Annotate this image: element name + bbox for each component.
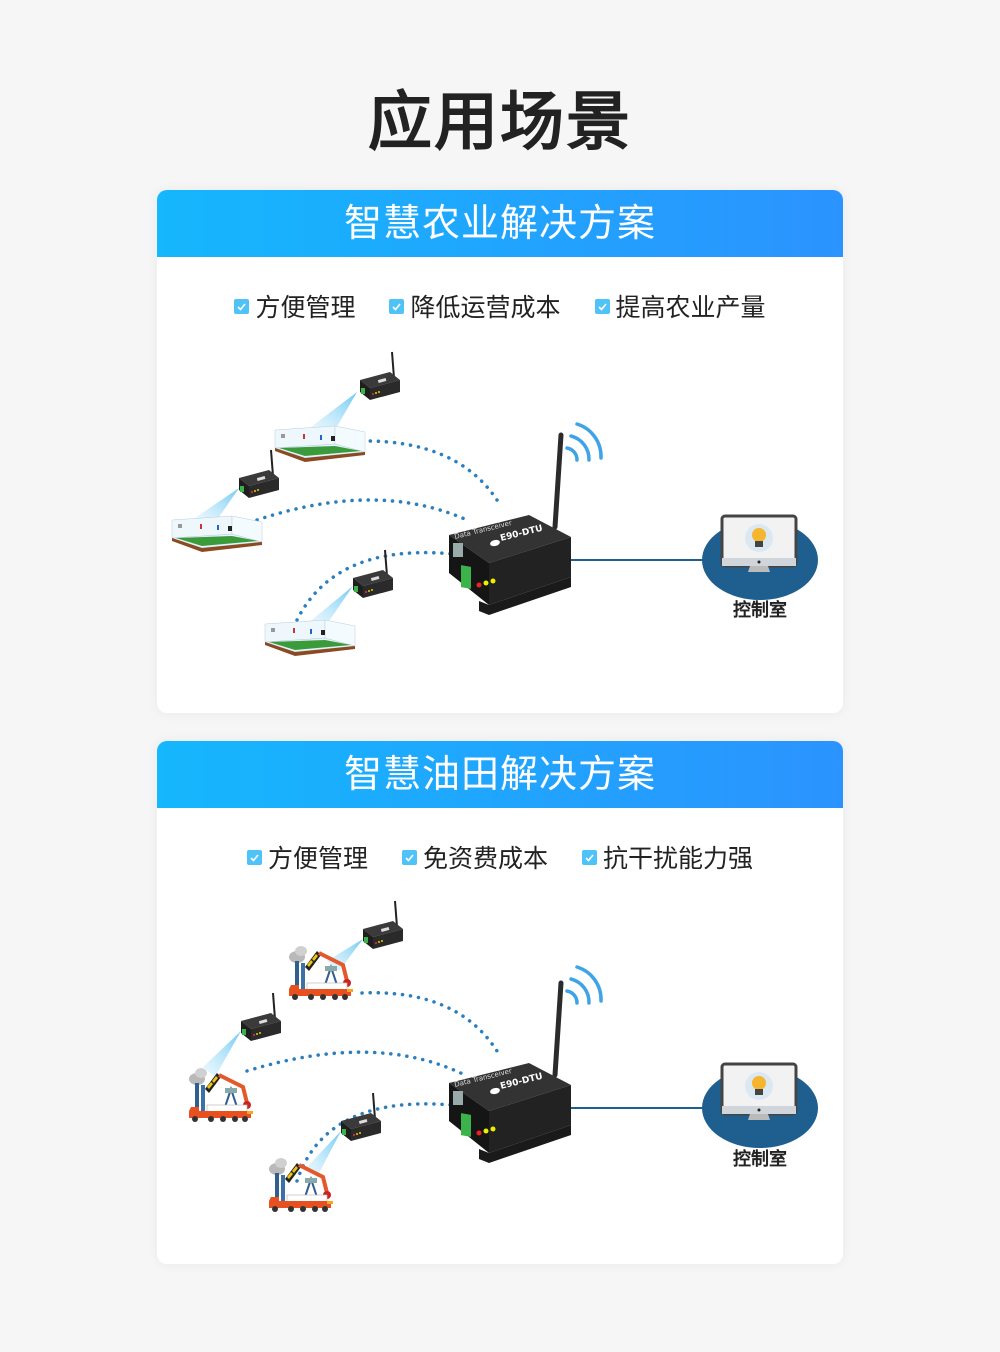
page-title: 应用场景 (368, 86, 632, 160)
control-room-label: 控制室 (733, 1149, 787, 1170)
greenhouse-node-3 (264, 549, 394, 657)
card-header: 智慧农业解决方案 (157, 190, 843, 257)
checkbox-icon (246, 849, 262, 865)
feature-label: 提高农业产量 (615, 293, 766, 322)
checkbox-icon (594, 298, 610, 314)
checkbox-icon (234, 298, 250, 314)
smart-agriculture-card: 智慧农业解决方案 方便管理 降低运营成本 提高农业产量 (157, 190, 843, 713)
card-header: 智慧油田解决方案 (157, 741, 843, 808)
feature-list: 方便管理 降低运营成本 提高农业产量 (157, 288, 843, 324)
e90-dtu-gateway (449, 965, 603, 1163)
feature-item: 抗干扰能力强 (582, 839, 753, 875)
feature-label: 方便管理 (267, 844, 368, 873)
control-room-label: 控制室 (733, 600, 787, 621)
oil-rig-node-2 (187, 992, 282, 1124)
control-room-monitor-icon (700, 514, 820, 602)
feature-label: 方便管理 (255, 293, 356, 322)
greenhouse-node-2 (171, 449, 280, 553)
feature-item: 免资费成本 (401, 839, 548, 875)
control-room-monitor-icon (700, 1062, 820, 1150)
feature-item: 提高农业产量 (594, 288, 766, 324)
feature-label: 抗干扰能力强 (603, 844, 754, 873)
agriculture-network-diagram (171, 351, 820, 657)
smart-oilfield-card: 智慧油田解决方案 方便管理 免资费成本 抗干扰能力强 (157, 741, 843, 1264)
feature-item: 方便管理 (246, 839, 368, 875)
feature-list: 方便管理 免资费成本 抗干扰能力强 (157, 839, 843, 875)
checkbox-icon (582, 849, 597, 865)
oil-rig-node-1 (287, 900, 404, 1002)
oil-rig-node-3 (267, 1092, 382, 1214)
feature-label: 降低运营成本 (410, 293, 561, 322)
greenhouse-node-1 (274, 351, 401, 463)
feature-item: 降低运营成本 (389, 288, 561, 324)
e90-dtu-gateway (449, 422, 603, 615)
checkbox-icon (389, 298, 405, 314)
feature-label: 免资费成本 (422, 844, 548, 873)
oilfield-network-diagram (187, 900, 820, 1214)
feature-item: 方便管理 (234, 288, 355, 324)
checkbox-icon (401, 849, 417, 865)
